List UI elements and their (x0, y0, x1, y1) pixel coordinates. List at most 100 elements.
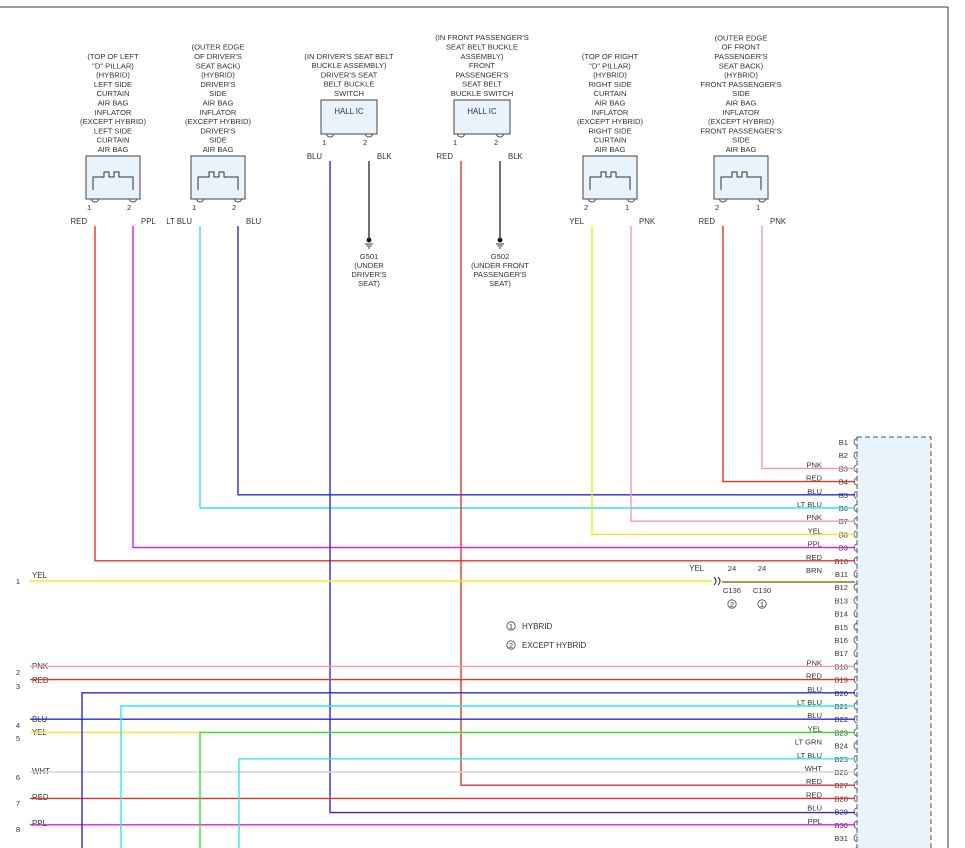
pin-socket-icon (326, 133, 334, 138)
legend-text: EXCEPT HYBRID (522, 641, 587, 650)
component-caption: BUCKLE ASSEMBLY) (312, 61, 387, 70)
component-caption: (TOP OF LEFT (87, 52, 139, 61)
component-caption: CURTAIN (96, 136, 129, 145)
wire-color-label: PPL (32, 819, 47, 828)
pin-socket-icon (234, 198, 242, 203)
component-caption: INFLATOR (723, 108, 760, 117)
component-caption: AIR BAG (726, 145, 757, 154)
component-caption: AIR BAG (595, 145, 626, 154)
ecu-wire-color-label: RED (806, 790, 823, 799)
wire-color-label: BLU (246, 217, 262, 226)
terminal-socket-icon (853, 596, 858, 605)
ecu-wire-color-label: PPL (808, 540, 822, 549)
pin-number: 2 (715, 203, 719, 212)
pin-number: 1 (87, 203, 91, 212)
ground-location: (UNDER FRONT (471, 261, 529, 270)
ecu-wire-color-label: PNK (806, 460, 822, 469)
wire-lt-blu (238, 758, 855, 848)
wire-color-label: BLU (307, 152, 323, 161)
connector-name: C130 (753, 586, 771, 595)
component-caption: (HYBRID) (96, 71, 130, 80)
component-caption: (IN DRIVER'S SEAT BELT (304, 52, 394, 61)
terminal-socket-icon (853, 570, 858, 578)
connector-variant-number: 1 (760, 600, 764, 609)
terminal-socket-icon (853, 834, 858, 842)
component-caption: (OUTER EDGE (715, 33, 768, 42)
component-caption: (OUTER EDGE (192, 43, 245, 52)
component-caption: SIDE (209, 89, 227, 98)
component-caption: AIR BAG (595, 99, 626, 108)
inline-connector-icon (713, 576, 721, 586)
ecu-terminal-label: B11 (835, 570, 848, 579)
circuit-ref-number: 6 (16, 773, 20, 782)
wire-color-label: YEL (32, 571, 47, 580)
component-caption: SWITCH (334, 89, 364, 98)
wire-color-label: YEL (689, 564, 704, 573)
component-caption: ASSEMBLY) (461, 52, 504, 61)
legend-number: 2 (509, 641, 513, 650)
wire-pnk (630, 226, 855, 522)
terminal-socket-icon (853, 649, 858, 658)
component-caption: (HYBRID) (724, 71, 758, 80)
pin-socket-icon (457, 133, 465, 138)
ground-location: PASSENGER'S (473, 270, 526, 279)
legend-circle-icon (506, 640, 516, 650)
ecu-wire-color-label: RED (806, 777, 823, 786)
circuit-ref-number: 8 (16, 825, 20, 834)
wire-color-label: BLK (377, 152, 393, 161)
pin-socket-icon (496, 133, 504, 138)
variant-circle-icon (727, 599, 737, 609)
pin-number: 1 (453, 138, 457, 147)
wire-color-label: RED (32, 676, 49, 685)
pin-number: 2 (584, 203, 588, 212)
wire-pnk (761, 226, 855, 470)
squib-symbol-icon (197, 171, 239, 190)
wire-lt-grn (199, 731, 855, 848)
ecu-terminal-label: B15 (834, 623, 848, 632)
component-caption: FRONT PASSENGER'S (700, 80, 781, 89)
component-caption: PASSENGER'S (455, 70, 508, 79)
ecu-terminal-label: B13 (834, 596, 848, 605)
ecu-wire-color-label: PNK (806, 658, 822, 667)
component-caption: RIGHT SIDE (588, 80, 631, 89)
pin-number: 1 (625, 203, 629, 212)
circuit-ref-number: 7 (16, 799, 20, 808)
wire-color-label: LT BLU (166, 217, 192, 226)
pin-socket-icon (758, 198, 766, 203)
component-caption: "D" PILLAR) (589, 61, 631, 70)
ecu-terminal-label: B31 (834, 834, 848, 843)
component-caption: SEAT BELT BUCKLE (446, 43, 518, 52)
ecu-terminal-label: B24 (834, 742, 848, 751)
terminal-socket-icon (853, 622, 858, 631)
component-caption: SEAT BACK) (719, 61, 764, 70)
terminal-socket-icon (853, 807, 858, 816)
ground-label: G501 (360, 252, 379, 261)
component-caption: INFLATOR (200, 108, 237, 117)
component-caption: (IN FRONT PASSENGER'S (435, 33, 529, 42)
pin-number: 1 (756, 203, 760, 212)
component-caption: PASSENGER'S (714, 52, 767, 61)
component-caption: FRONT PASSENGER'S (700, 126, 781, 135)
pin-number: 2 (494, 138, 498, 147)
component-caption: (EXCEPT HYBRID) (80, 117, 147, 126)
component-caption: DRIVER'S (200, 126, 235, 135)
wire-red (460, 161, 855, 786)
component-caption: LEFT SIDE (94, 126, 132, 135)
ecu-wire-color-label: PPL (808, 817, 822, 826)
ecu-terminal-label: B2 (839, 451, 848, 460)
ecu-wire-color-label: RED (806, 672, 823, 681)
component-caption: SEAT BACK) (196, 61, 241, 70)
component-caption: (HYBRID) (593, 71, 627, 80)
pin-number: 2 (127, 203, 131, 212)
ground-location: DRIVER'S (351, 270, 386, 279)
component-caption: AIR BAG (98, 145, 129, 154)
component-caption: AIR BAG (98, 99, 129, 108)
ecu-wire-color-label: LT BLU (797, 500, 822, 509)
component-caption: CURTAIN (593, 136, 626, 145)
legend-text: HYBRID (522, 622, 552, 631)
pin-socket-icon (196, 198, 204, 203)
wire-ppl (132, 226, 855, 549)
ecu-terminal-label: B12 (834, 583, 848, 592)
pin-socket-icon (129, 198, 137, 203)
component-caption: (EXCEPT HYBRID) (577, 117, 644, 126)
